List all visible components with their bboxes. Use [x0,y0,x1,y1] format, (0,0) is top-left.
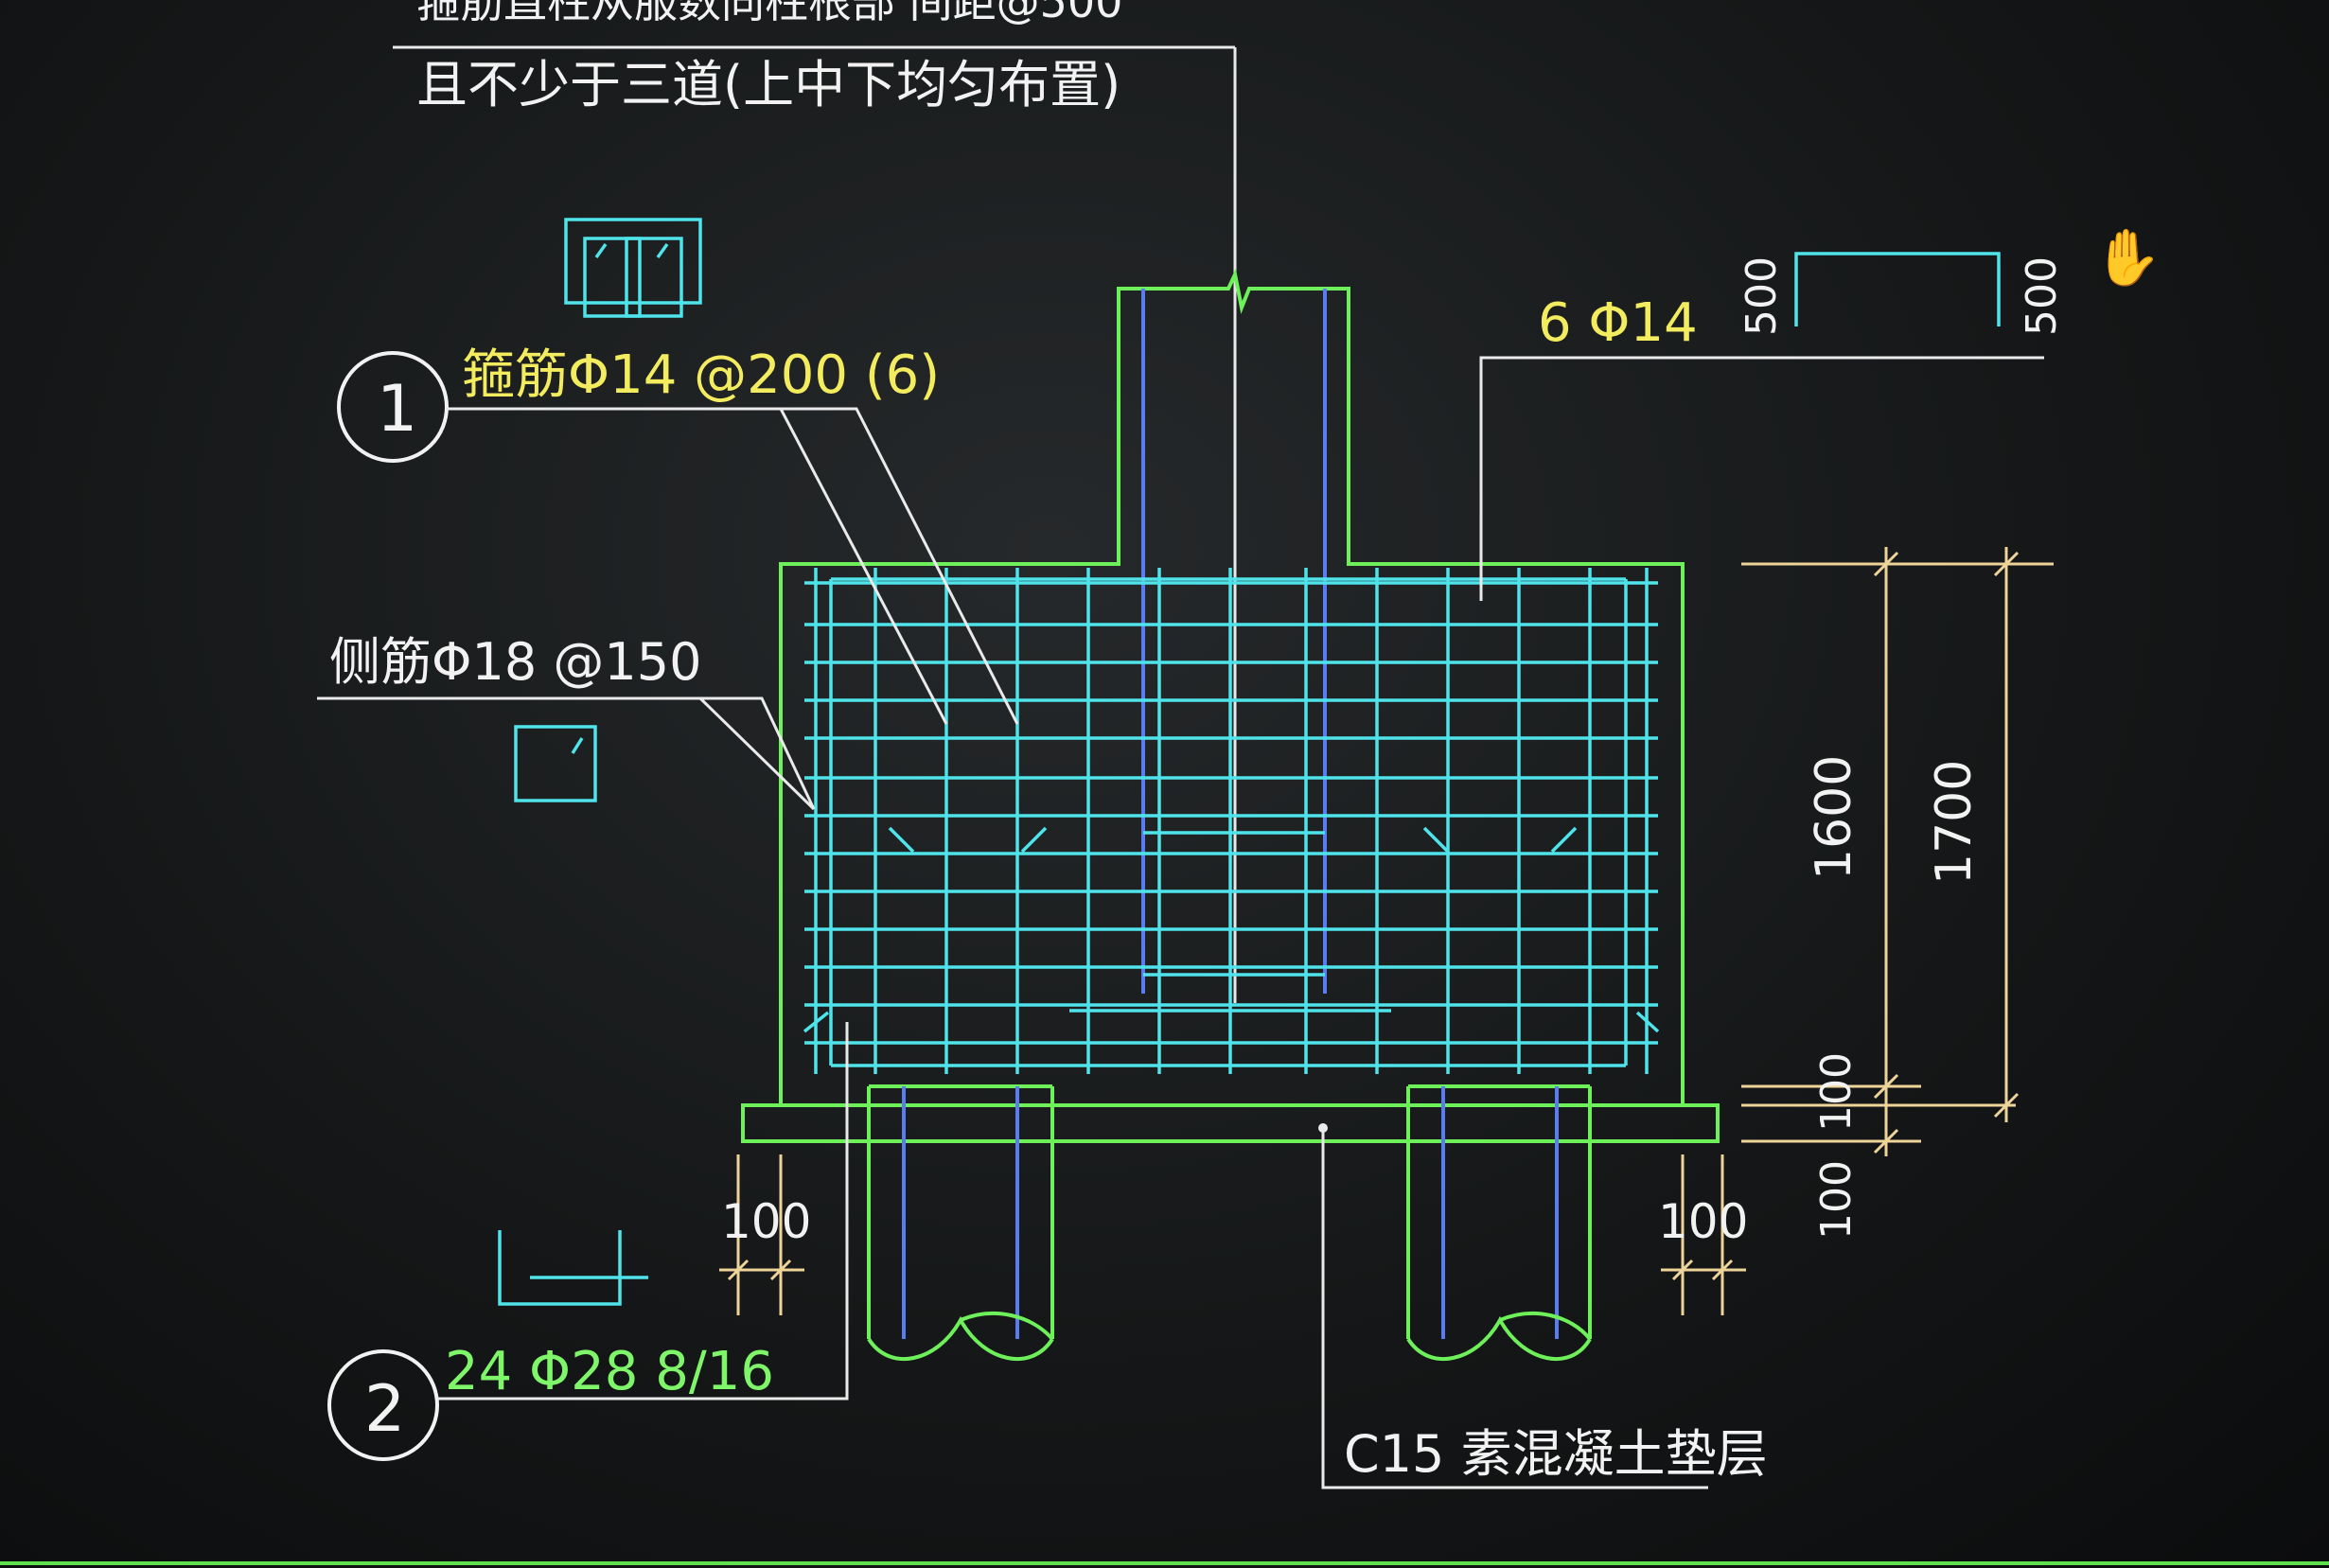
side-bar-label: 侧筋Φ18 @150 [329,632,701,692]
rebar-bend [1635,1011,1660,1033]
top-bar-label: 6 Φ14 [1538,292,1698,354]
dim-1700: 1700 [1926,760,1983,885]
marker-2-label: 2 [364,1372,405,1447]
hand-pan-icon: ✋ [2093,225,2161,290]
leader-top-bar [1479,356,2044,601]
leader-cushion [1321,1126,1708,1489]
stirrup-shape-icon [564,218,702,318]
cushion-label: C15 素混凝土垫层 [1344,1424,1768,1484]
marker-2-circle[interactable] [327,1349,439,1461]
bottom-bar-label: 24 Φ28 8/16 [445,1341,774,1402]
pile-cap-outline [741,562,1720,1143]
pile-right [1406,1084,1592,1362]
annotation-top-line2: 且不少于三道(上中下均匀布置) [416,55,1120,115]
column-outline [1117,268,1350,1003]
marker-1-circle[interactable] [337,351,449,463]
leader-bottom-bar [437,1022,849,1401]
top-bar-shape-icon [1794,252,2001,326]
dim-100-right: 100 [1658,1194,1748,1249]
leader-stirrup-branch [779,408,948,725]
rebar-bend [1020,826,1048,854]
dim-100-right-ticks [1661,1154,1746,1315]
rebar-bend [1422,826,1450,854]
rebar-bend [888,826,915,854]
dim-1600: 1600 [1806,755,1862,880]
leader-side-bar-branch [698,696,816,811]
side-bar-shape-icon [514,725,597,802]
leader-side-bar [317,696,816,810]
pile-left [867,1084,1054,1362]
rebar-cage [803,568,1660,1074]
rebar-bend [803,1011,830,1033]
bottom-bar-shape-icon [498,1230,648,1306]
leader-stirrup [447,407,1019,725]
dim-100-left-ticks [719,1154,804,1315]
dim-500-left: 500 [1738,256,1786,336]
dim-100-left: 100 [721,1194,811,1249]
marker-1-label: 1 [377,372,417,447]
vertical-dimensions [1741,547,2054,1156]
dim-100-stack-b: 100 [1812,1160,1861,1240]
rebar-bend [1550,826,1578,854]
annotation-top-line1: 箍筋直柱从服数同柱根部 间距@500 [416,0,1122,27]
leader-cushion-dot [1318,1123,1328,1133]
dim-100-stack-a: 100 [1812,1052,1861,1132]
dim-500-right: 500 [2018,256,2066,336]
stirrup-label: 箍筋Φ14 @200 (6) [462,344,940,406]
